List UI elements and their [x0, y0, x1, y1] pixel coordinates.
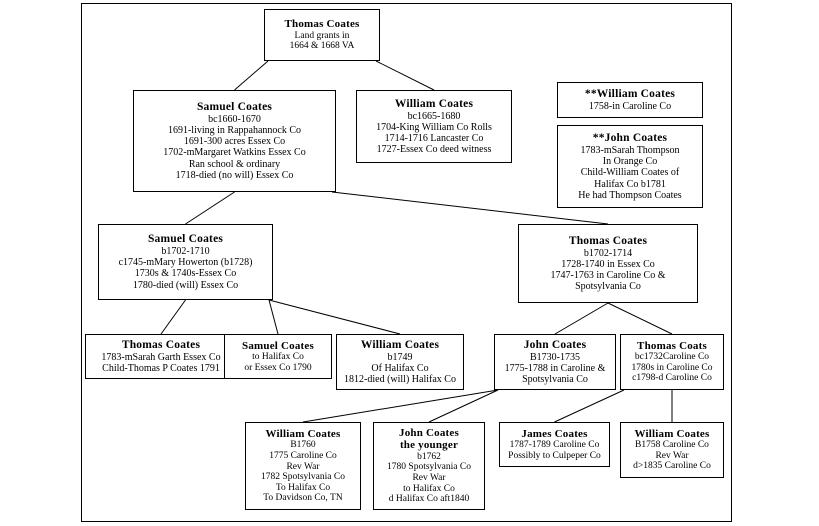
person-detail-line: Possibly to Culpeper Co	[508, 450, 601, 461]
person-detail-line: c1798-d Caroline Co	[632, 373, 712, 384]
person-detail-line: Of Halifax Co	[371, 362, 429, 374]
person-detail-line: 1812-died (will) Halifax Co	[344, 374, 456, 386]
person-detail-line: to Halifax Co	[252, 352, 304, 363]
person-name: Thomas Coats	[637, 339, 707, 352]
person-detail-line: 1783-mSarah Garth Essex Co	[101, 351, 221, 363]
person-detail-line: B1760	[290, 440, 316, 451]
person-name: John Coates	[523, 338, 587, 351]
person-detail-line: B1758 Caroline Co	[635, 440, 709, 451]
person-detail-line: 1758-in Caroline Co	[588, 100, 672, 112]
person-detail-line: Land grants in	[294, 30, 350, 41]
person-detail-line: 1714-1716 Lancaster Co	[384, 132, 484, 144]
person-name: William Coates	[265, 427, 341, 440]
person-detail-line: bc1665-1680	[407, 110, 461, 122]
person-detail-line: 1704-King William Co Rolls	[376, 121, 492, 133]
person-name: William Coates	[634, 427, 710, 440]
person-detail-line: 1780-died (will) Essex Co	[132, 279, 239, 291]
person-name: Thomas Coates	[568, 234, 648, 247]
person-detail-line: B1730-1735	[530, 351, 580, 363]
person-detail-line: 1691-300 acres Essex Co	[183, 136, 286, 148]
person-detail-line: 1775-1788 in Caroline &	[504, 362, 606, 374]
person-detail-line: 1730s & 1740s-Essex Co	[134, 268, 237, 280]
person-detail-line: To Davidson Co, TN	[263, 493, 343, 504]
person-name: Samuel Coates	[196, 101, 273, 113]
person-detail-line: Rev War	[412, 473, 446, 483]
person-name: Samuel Coates	[242, 339, 314, 352]
person-detail-line: d>1835 Caroline Co	[633, 461, 711, 472]
person-detail-line: bc1732Caroline Co	[634, 352, 710, 363]
person-detail-line: 1664 & 1668 VA	[289, 41, 355, 52]
person-detail-line: b1702-1710	[161, 246, 210, 258]
person-detail-line: 1718-died (no will) Essex Co	[175, 169, 294, 181]
person-detail-line: 1727-Essex Co deed witness	[376, 144, 492, 156]
person-detail-line: b1702-1714	[583, 247, 633, 259]
person-detail-line: 1728-1740 in Essex Co	[561, 258, 655, 270]
person-name: Thomas Coates	[284, 18, 360, 31]
person-name: **William Coates	[584, 87, 676, 100]
person-detail-line: Rev War	[655, 450, 689, 461]
person-detail-line: 1783-mSarah Thompson	[580, 144, 680, 156]
person-detail-line: 1702-mMargaret Watkins Essex Co	[163, 147, 306, 159]
person-name: William Coates	[360, 338, 440, 351]
person-detail-line: 1787-1789 Caroline Co	[509, 440, 600, 451]
person-detail-line: bc1660-1670	[208, 113, 261, 125]
person-detail-line: He had Thompson Coates	[578, 189, 682, 201]
person-detail-line: Child-William Coates of	[580, 167, 680, 179]
person-detail-line: To Halifax Co	[275, 482, 331, 493]
person-detail-line: d Halifax Co aft1840	[388, 494, 470, 505]
person-detail-line: Spotsylvania Co	[522, 374, 588, 386]
person-detail-line: to Halifax Co	[403, 483, 455, 494]
person-detail-line: c1745-mMary Howerton (b1728)	[118, 257, 253, 269]
person-name: Thomas Coates	[121, 338, 201, 351]
person-detail-line: Child-Thomas P Coates 1791	[102, 362, 220, 374]
person-name-cont: the younger	[399, 439, 459, 452]
person-detail-line: b1762	[417, 451, 441, 462]
person-name: **John Coates	[592, 132, 668, 145]
person-detail-line: b1749	[387, 351, 413, 363]
person-name: John Coates	[399, 427, 459, 440]
person-detail-line: 1780s in Caroline Co	[631, 362, 713, 373]
person-name: James Coates	[521, 427, 588, 440]
person-detail-line: Ran school & ordinary	[188, 158, 281, 170]
person-detail-line: or Essex Co 1790	[244, 362, 312, 373]
person-detail-line: 1747-1763 in Caroline Co &	[550, 269, 666, 281]
chart-border	[81, 3, 732, 522]
person-detail-line: 1775 Caroline Co	[269, 450, 337, 461]
person-detail-line: 1782 Spotsylvania Co	[261, 472, 345, 483]
person-name: Samuel Coates	[147, 233, 224, 246]
person-detail-line: Halifax Co b1781	[594, 178, 666, 190]
person-detail-line: 1691-living in Rappahannock Co	[167, 125, 302, 137]
person-detail-line: Rev War	[286, 461, 320, 472]
person-detail-line: Spotsylvania Co	[575, 281, 641, 293]
person-name: William Coates	[394, 97, 474, 110]
person-detail-line: In Orange Co	[602, 156, 658, 168]
person-detail-line: 1780 Spotsylvania Co	[387, 462, 471, 473]
